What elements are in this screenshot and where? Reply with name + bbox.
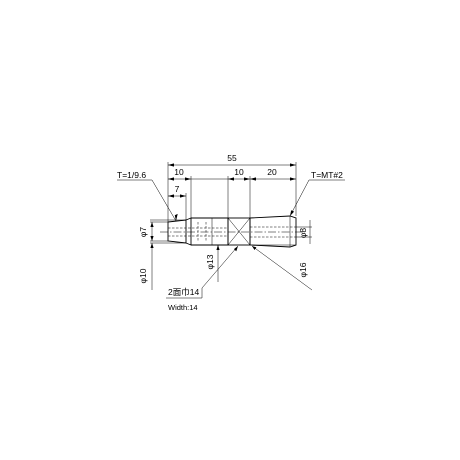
arrow — [150, 236, 154, 241]
neck-section — [185, 217, 192, 246]
right-taper-section — [249, 215, 297, 248]
wrench-flat-en-label: Width:14 — [168, 303, 198, 312]
flat-cross-2 — [227, 217, 251, 246]
arrow — [150, 243, 154, 248]
dim-d7-label: φ7 — [138, 227, 148, 238]
taper-left-leader — [151, 179, 177, 222]
dim-d10-label: φ10 — [138, 268, 148, 283]
dim-d8-label: φ8 — [298, 228, 308, 239]
mid-body-section — [191, 217, 229, 246]
arrow — [252, 246, 257, 250]
arrow — [168, 163, 174, 167]
dim-d16-label: φ16 — [298, 262, 308, 277]
taper-right-label: T=MT#2 — [311, 170, 343, 180]
wrench-flat-callout: 2面巾14 Width:14 — [166, 245, 239, 312]
arrow — [168, 177, 174, 181]
dim-line-d16 — [251, 245, 313, 291]
taper-labels: T=1/9.6 T=MT#2 — [117, 170, 345, 222]
arrow — [290, 177, 296, 181]
top-dimensions: 55 10 10 20 7 — [167, 153, 297, 222]
dim-20-label: 20 — [267, 167, 277, 177]
dim-d13-label: φ13 — [205, 254, 215, 269]
left-taper-section — [167, 219, 187, 244]
taper-left-label: T=1/9.6 — [117, 170, 146, 180]
part-outline — [167, 215, 297, 248]
arrow — [290, 163, 296, 167]
arrow — [216, 245, 220, 250]
taper-right-leader — [289, 179, 310, 217]
arrow — [180, 194, 186, 198]
dim-10-left-label: 10 — [174, 167, 184, 177]
wrench-flat-jp-label: 2面巾14 — [168, 287, 199, 297]
arrow — [150, 222, 154, 227]
arrow — [185, 177, 191, 181]
arrow — [168, 194, 174, 198]
arrow — [250, 177, 256, 181]
arrow — [228, 177, 234, 181]
dim-10-flat-label: 10 — [234, 167, 244, 177]
arrow — [233, 246, 238, 252]
dim-55-label: 55 — [227, 153, 237, 163]
arrow — [244, 177, 250, 181]
wrench-flat-leader — [201, 245, 239, 289]
arrow — [174, 213, 178, 221]
diameter-dimensions: φ7 φ10 φ13 φ8 φ16 — [138, 219, 313, 291]
dim-7-label: 7 — [175, 184, 180, 194]
arrow — [290, 210, 295, 216]
